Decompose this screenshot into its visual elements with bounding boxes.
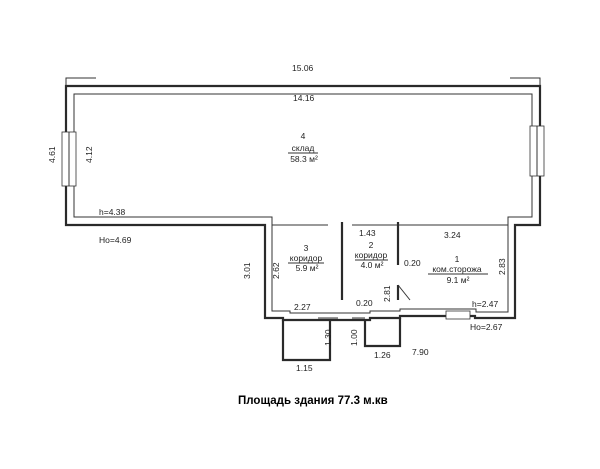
dim-outer-height-right: Ho=2.67 bbox=[470, 322, 503, 332]
room-number: 3 bbox=[304, 243, 309, 253]
room-area: 58.3 м² bbox=[290, 154, 318, 164]
dim-vestibule-right-outer: 7.90 bbox=[412, 347, 429, 357]
dim-room3-inner-height: 2.62 bbox=[271, 262, 281, 279]
dim-left-inner-height: 4.12 bbox=[84, 146, 94, 163]
dim-inner-top-width: 14.16 bbox=[293, 93, 315, 103]
dim-room1-width: 3.24 bbox=[444, 230, 461, 240]
window-room1 bbox=[445, 310, 471, 320]
room-area: 4.0 м² bbox=[361, 260, 384, 270]
dim-left-outer-height: 4.61 bbox=[47, 146, 57, 163]
vestibule-left bbox=[281, 320, 332, 362]
room-number: 1 bbox=[455, 254, 460, 264]
dim-room3-outer-height: 3.01 bbox=[242, 262, 252, 279]
room-label-1: 1 ком.сторожа 9.1 м² bbox=[428, 254, 488, 285]
room-number: 4 bbox=[301, 131, 306, 141]
room-name: ком.сторожа bbox=[432, 264, 482, 274]
dim-vestibule-right-depth: 1.00 bbox=[349, 329, 359, 346]
dim-room1-ceiling-height: h=2.47 bbox=[472, 299, 499, 309]
room-name: склад bbox=[292, 143, 315, 153]
dim-vestibule-left-width: 1.15 bbox=[296, 363, 313, 373]
vestibule-right bbox=[363, 318, 402, 348]
dim-room3-width: 2.27 bbox=[294, 302, 311, 312]
corner-mark-left bbox=[65, 77, 96, 86]
room-label-3: 3 коридор 5.9 м² bbox=[288, 243, 324, 273]
dim-room4-ceiling-height: h=4.38 bbox=[99, 207, 126, 217]
room-label-2: 2 коридор 4.0 м² bbox=[355, 240, 388, 270]
room-label-4: 4 склад 58.3 м² bbox=[288, 131, 318, 164]
room-name: коридор bbox=[290, 253, 323, 263]
building-area-caption: Площадь здания 77.3 м.кв bbox=[238, 395, 388, 407]
room-area: 5.9 м² bbox=[296, 263, 319, 273]
room-area: 9.1 м² bbox=[447, 275, 470, 285]
dim-room2-inner-height: 2.81 bbox=[382, 285, 392, 302]
dim-outer-top-width: 15.06 bbox=[292, 63, 314, 73]
dim-partition-thickness-top: 0.20 bbox=[404, 258, 421, 268]
dim-vestibule-right-width: 1.26 bbox=[374, 350, 391, 360]
dim-room2-width: 1.43 bbox=[359, 228, 376, 238]
dim-outer-height-left: Ho=4.69 bbox=[99, 235, 132, 245]
dim-room1-inner-height: 2.83 bbox=[497, 258, 507, 275]
room-number: 2 bbox=[369, 240, 374, 250]
dim-partition-thickness-bottom: 0.20 bbox=[356, 298, 373, 308]
inner-wall bbox=[73, 93, 533, 314]
dim-vestibule-left-depth: 1.30 bbox=[323, 329, 333, 346]
room-name: коридор bbox=[355, 250, 388, 260]
corner-mark-right bbox=[510, 77, 541, 86]
door-swing-room1 bbox=[397, 284, 411, 301]
